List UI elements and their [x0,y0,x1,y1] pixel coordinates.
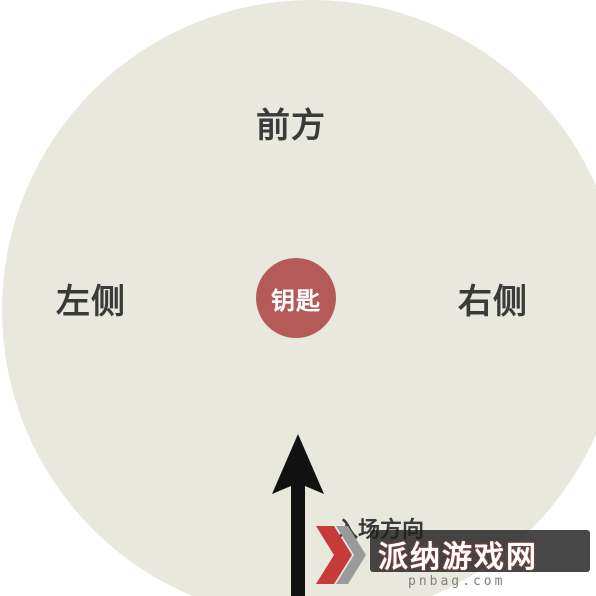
watermark-logo-icon [316,526,366,584]
arrow-up-icon [272,434,324,596]
right-label: 右侧 [458,282,528,322]
watermark-band [370,530,590,572]
watermark-text: 派纳游戏网 [378,540,538,575]
left-label: 左侧 [56,282,126,322]
watermark-url: pnbag.com [408,574,506,589]
key-badge: 钥匙 [256,258,336,338]
watermark: 派纳游戏网 pnbag.com [312,520,594,594]
key-label: 钥匙 [271,286,321,315]
front-label: 前方 [256,106,326,146]
